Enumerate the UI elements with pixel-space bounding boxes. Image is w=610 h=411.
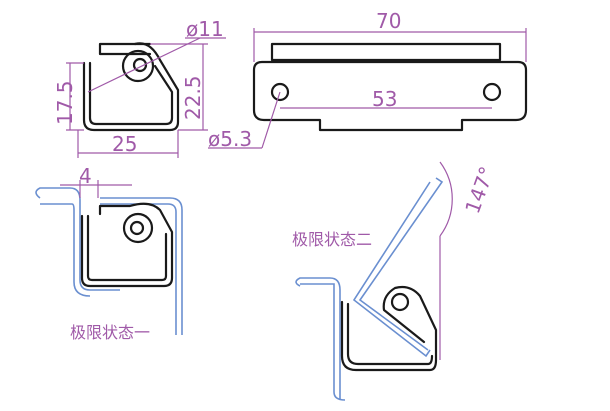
- limit-state-2-view: 147° 极限状态二: [292, 161, 499, 401]
- side-view: [82, 42, 180, 132]
- limit-state-1-view: 4 极限状态一: [35, 164, 183, 342]
- plan-view: [252, 42, 528, 132]
- dim-width: 25: [112, 132, 137, 156]
- dim-angle: 147°: [460, 163, 499, 216]
- plan-view-dimensions: 70 53 ø5.3: [208, 9, 527, 151]
- dim-height-large: 22.5: [181, 75, 205, 120]
- side-view-dimensions: ø11 17.5 22.5 25: [53, 17, 226, 158]
- label-limit-state-1: 极限状态一: [70, 323, 150, 342]
- dim-overall-length: 70: [376, 9, 401, 33]
- label-limit-state-2: 极限状态二: [292, 230, 372, 249]
- dim-thickness: 4: [79, 164, 92, 188]
- dim-hole-spacing: 53: [372, 87, 397, 111]
- dim-hole-dia: ø11: [186, 17, 224, 41]
- dim-height-small: 17.5: [53, 80, 77, 125]
- dim-mount-hole-dia: ø5.3: [208, 127, 252, 151]
